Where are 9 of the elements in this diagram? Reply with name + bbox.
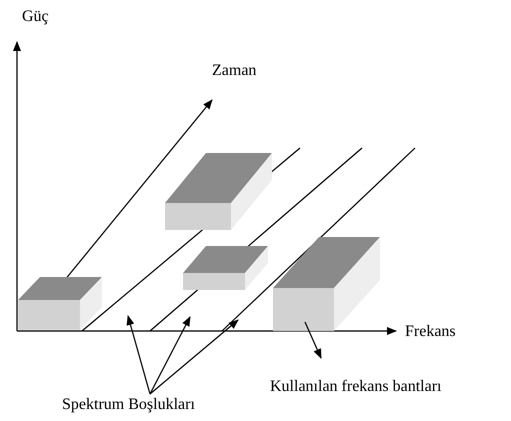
- axis-label: Zaman: [212, 62, 256, 80]
- callout-label: Spektrum Boşlukları: [62, 396, 195, 414]
- callout-label: Kullanılan frekans bantları: [270, 378, 442, 396]
- axis-label: Güç: [22, 8, 49, 26]
- leader-arrow: [149, 316, 191, 394]
- axis-label: Frekans: [405, 323, 456, 341]
- leader-arrow: [304, 322, 322, 359]
- leader-arrow: [150, 319, 239, 394]
- leader-arrow: [126, 315, 151, 394]
